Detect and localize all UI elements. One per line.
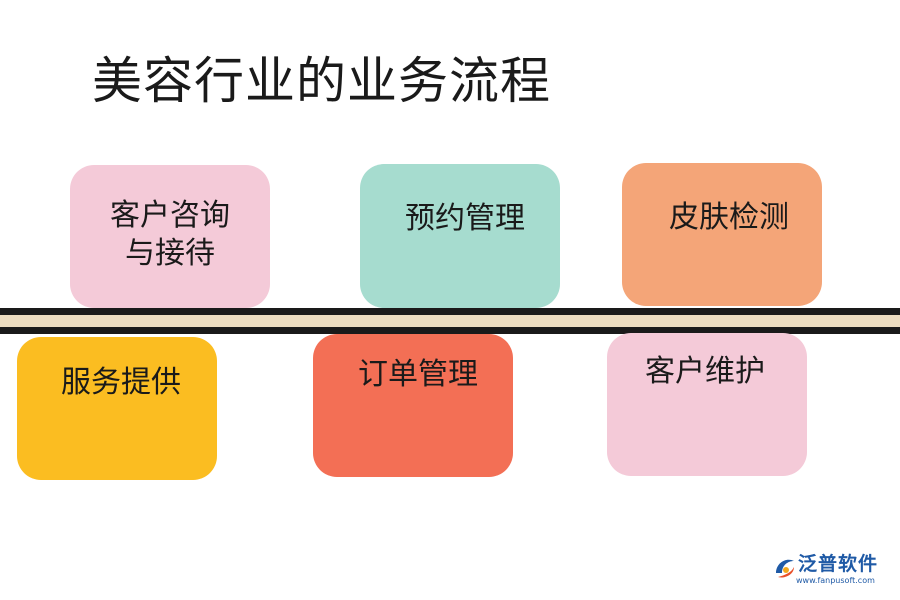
step-customer-consultation: 客户咨询 与接待 — [70, 165, 270, 308]
step-customer-maintenance: 客户维护 — [607, 333, 807, 476]
step-appointment-management: 预约管理 — [360, 164, 560, 308]
step-service-provision: 服务提供 — [17, 337, 217, 480]
step-order-management: 订单管理 — [313, 334, 513, 477]
fanpu-logo: 泛普软件 www.fanpusoft.com — [766, 552, 892, 588]
timeline-divider — [0, 308, 900, 334]
step-label: 服务提供 — [61, 365, 181, 400]
step-label: 客户维护 — [645, 354, 765, 389]
logo-url: www.fanpusoft.com — [796, 576, 875, 585]
step-label: 客户咨询 — [110, 198, 230, 233]
step-label: 皮肤检测 — [669, 200, 789, 235]
step-label: 预约管理 — [405, 201, 525, 236]
step-skin-test: 皮肤检测 — [622, 163, 822, 306]
step-label: 订单管理 — [358, 357, 478, 392]
fanpu-logo-icon — [776, 559, 794, 578]
logo-name: 泛普软件 — [798, 553, 879, 575]
step-label: 与接待 — [125, 236, 215, 271]
page-title: 美容行业的业务流程 — [92, 52, 551, 110]
